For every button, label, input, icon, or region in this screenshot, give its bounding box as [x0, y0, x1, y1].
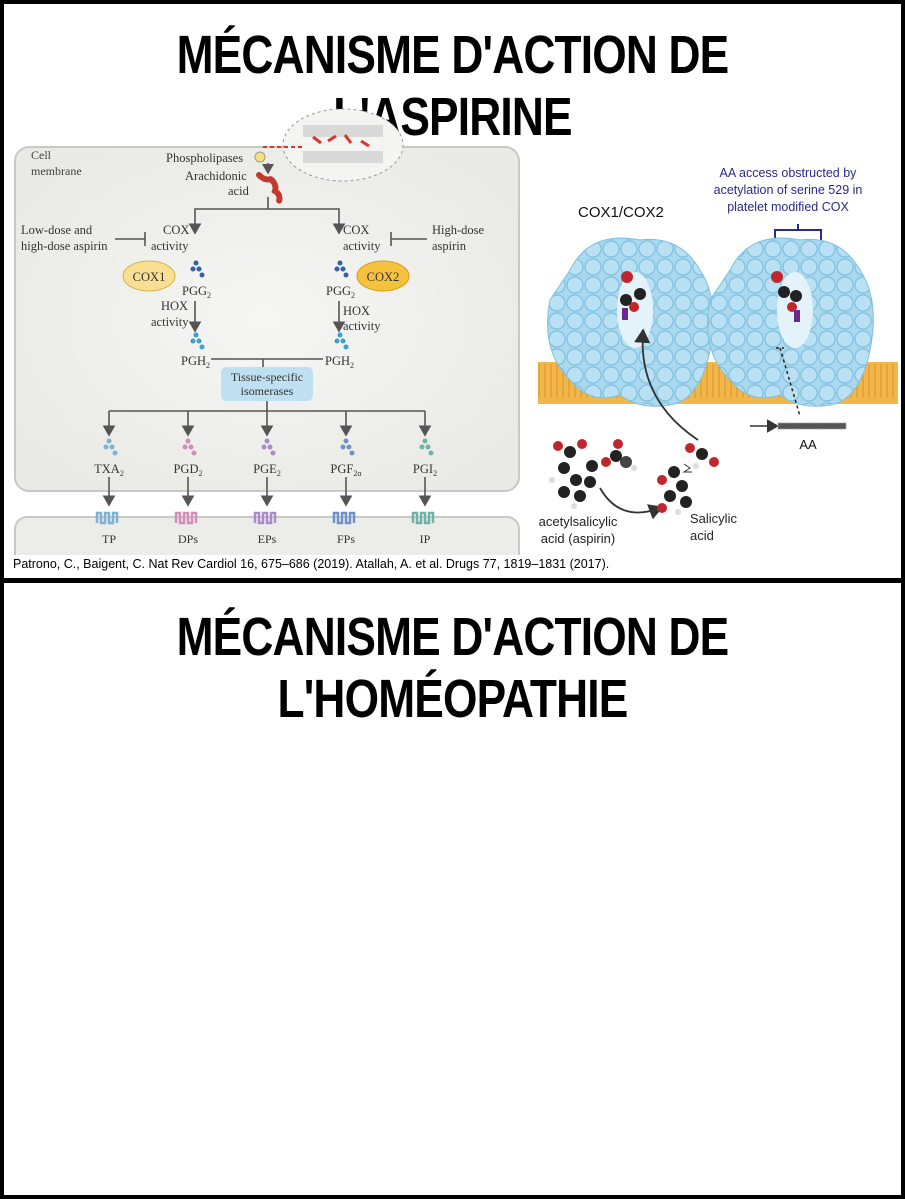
hox-activity-right-1: HOX [343, 304, 370, 318]
product-pgf2a: PGF2α FPs [330, 438, 362, 546]
receptor-dps: DPs [178, 532, 198, 546]
svg-text:PGE2: PGE2 [253, 462, 281, 478]
product-branches [102, 411, 432, 437]
aspirin-label-1: acetylsalicylic [539, 514, 618, 529]
note-bracket [774, 224, 822, 240]
product-pgi2: PGI2 IP [411, 438, 437, 546]
high-dose-label-1: High-dose [432, 223, 485, 237]
product-txa2: TXA2 TP [94, 438, 124, 546]
receptor-fps: FPs [337, 532, 355, 546]
cox-acetylation-diagram: COX1/COX2 AA access obstructed by acetyl… [538, 166, 898, 546]
cox-activity-left-1: COX [163, 223, 189, 237]
cox1-enzyme [122, 260, 176, 292]
aa-label: AA [799, 437, 817, 452]
cox1-cox2-label: COX1/COX2 [578, 204, 664, 221]
cell-membrane-label-2: membrane [31, 164, 82, 178]
cox1-label: COX1 [133, 270, 166, 284]
prostaglandin-pathway-diagram: Cell membrane Phospholipases Arachidonic… [14, 108, 520, 555]
receptor-eps: EPs [258, 532, 277, 546]
svg-text:PGI2: PGI2 [413, 462, 437, 478]
arachidonic-acid-chain [256, 172, 283, 204]
arachidonic-label-2: acid [228, 184, 250, 198]
svg-text:PGF2α: PGF2α [330, 462, 362, 478]
arachidonic-acid-chain [777, 422, 847, 430]
pgh2-right: PGH2 [325, 354, 354, 370]
cox-activity-right-2: activity [343, 239, 381, 253]
lipid-bilayer-zoom [303, 125, 383, 163]
aspirin-label-2: acid (aspirin) [541, 531, 615, 546]
isomerases-label-1: Tissue-specific [231, 370, 303, 384]
salicylic-label-1: Salicylic [690, 511, 737, 526]
low-dose-label-2: high-dose aspirin [21, 239, 108, 253]
salicylic-label-2: acid [690, 528, 714, 543]
hox-activity-left-1: HOX [161, 299, 188, 313]
svg-text:TXA2: TXA2 [94, 462, 124, 478]
cox-activity-left-2: activity [151, 239, 189, 253]
pgg2-right-dots [334, 260, 349, 278]
bottom-panel-title: MÉCANISME D'ACTION DE L'HOMÉOPATHIE [176, 607, 730, 729]
pgg2-left: PGG2 [182, 284, 211, 300]
receptor-ip: IP [420, 532, 431, 546]
phospholipases-label: Phospholipases [166, 151, 243, 165]
pgg2-right: PGG2 [326, 284, 355, 300]
hox-activity-left-2: activity [151, 315, 189, 329]
pgh2-left-dots [190, 332, 205, 350]
obstruction-note-3: platelet modified COX [727, 200, 849, 214]
inhibitor-left [620, 271, 646, 320]
obstruction-note-1: AA access obstructed by [720, 166, 858, 180]
obstruction-note-2: acetylation of serine 529 in [714, 183, 863, 197]
high-dose-label-2: aspirin [432, 239, 467, 253]
inhibitor-right [771, 271, 802, 322]
cox2-enzyme [356, 260, 410, 292]
receptor-tp: TP [102, 532, 116, 546]
cell-membrane-label-1: Cell [31, 148, 52, 162]
aspirin-molecule [549, 439, 637, 509]
citation: Patrono, C., Baigent, C. Nat Rev Cardiol… [13, 557, 610, 571]
isomerases-label-2: isomerases [241, 384, 294, 398]
isomerases-box [221, 367, 313, 401]
product-pgd2: PGD2 DPs [173, 438, 203, 546]
pgg2-left-dots [190, 260, 205, 278]
product-pge2: PGE2 EPs [253, 438, 281, 546]
low-dose-label-1: Low-dose and [21, 223, 93, 237]
hox-activity-right-2: activity [343, 319, 381, 333]
product-name: TXA [94, 462, 120, 476]
acetyl-group [682, 443, 719, 473]
cox2-label: COX2 [367, 270, 400, 284]
svg-text:PGD2: PGD2 [173, 462, 202, 478]
pgh2-right-dots [334, 332, 349, 350]
phospholipase-icon [254, 151, 266, 163]
panel-divider [0, 578, 905, 583]
membrane-zoom-bubble [282, 108, 404, 182]
empty-panel [4, 700, 901, 1195]
cox-activity-right-1: COX [343, 223, 369, 237]
pgh2-left: PGH2 [181, 354, 210, 370]
arachidonic-label-1: Arachidonic [185, 169, 247, 183]
salicylic-acid-molecule [657, 466, 692, 515]
